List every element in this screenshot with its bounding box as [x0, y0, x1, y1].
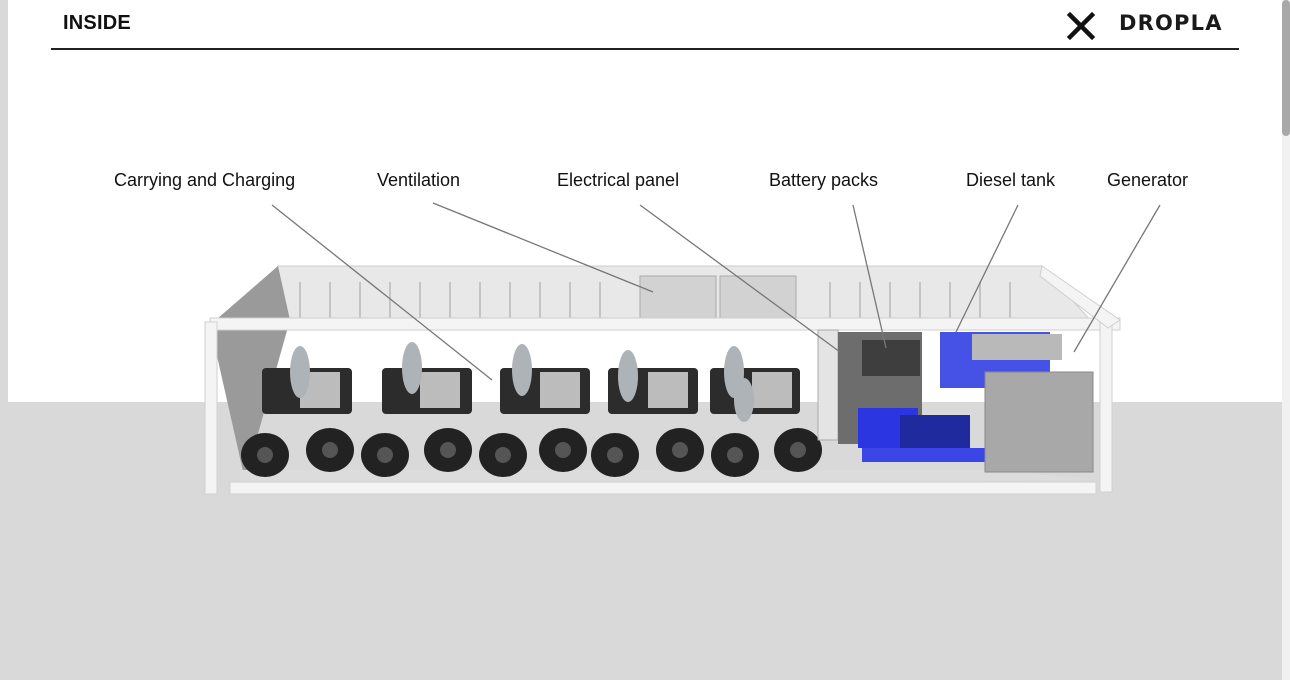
scrollbar-track[interactable] — [1282, 0, 1290, 680]
label-carrying-and-charging: Carrying and Charging — [114, 170, 296, 190]
rover-group — [241, 342, 822, 477]
container-ribs — [299, 282, 1011, 318]
scrollbar-thumb[interactable] — [1282, 0, 1290, 136]
label-electrical-panel: Electrical panel — [557, 170, 680, 190]
diesel-tank — [940, 332, 1062, 388]
label-battery-packs: Battery packs — [769, 170, 879, 190]
generator-housing — [984, 371, 1094, 473]
generator-engine — [858, 408, 990, 462]
label-diesel-tank: Diesel tank — [966, 170, 1056, 190]
electrical-panel — [817, 329, 839, 441]
label-generator: Generator — [1107, 170, 1189, 190]
close-icon — [1066, 11, 1096, 41]
modal-header: INSIDE DROPLA — [51, 0, 1239, 50]
brand-logo: DROPLA — [1119, 11, 1223, 35]
callout-lines — [271, 202, 1161, 381]
label-ventilation: Ventilation — [377, 170, 461, 190]
page-title: INSIDE — [63, 12, 131, 34]
close-button[interactable] — [1065, 10, 1097, 42]
page-margin — [0, 0, 8, 680]
ventilation-grille — [639, 275, 797, 319]
container-frame — [204, 265, 1121, 495]
